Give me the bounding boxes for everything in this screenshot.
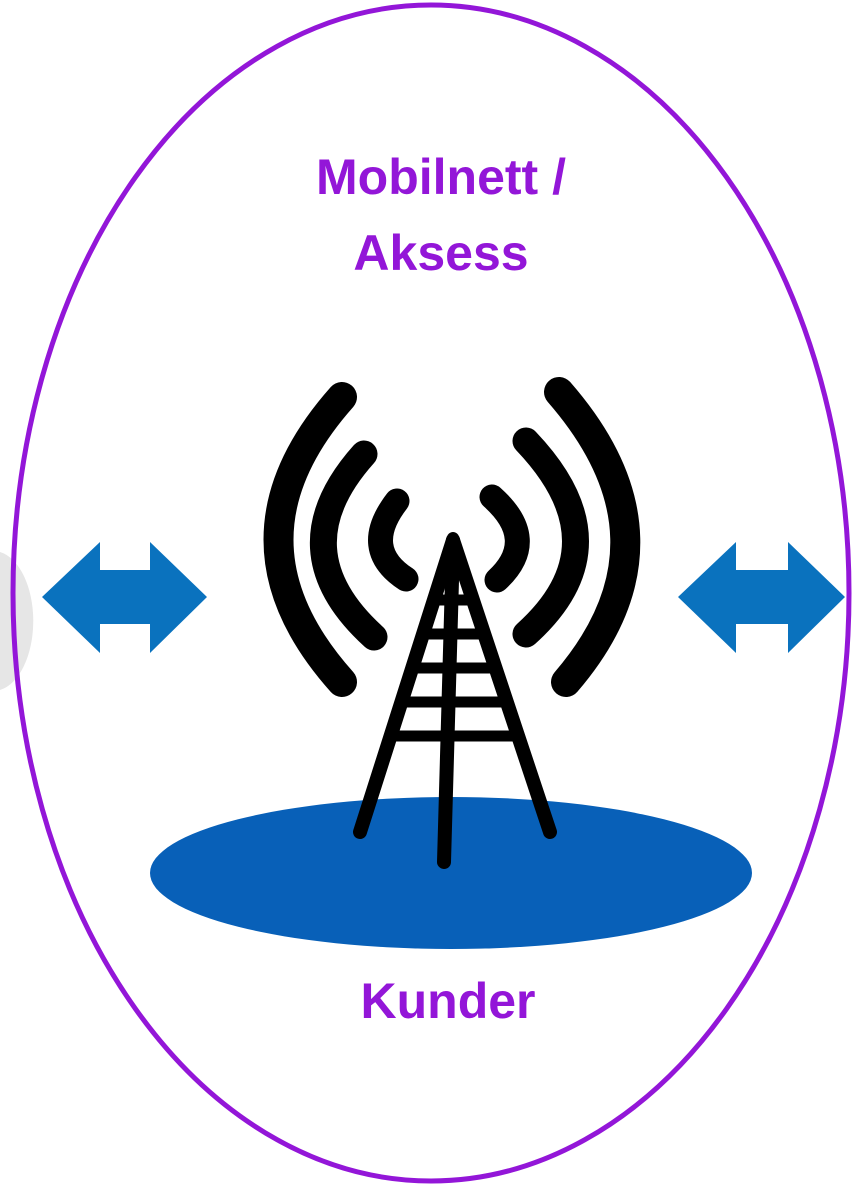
tower-right-leg — [446, 533, 557, 839]
right-double-arrow-icon — [678, 542, 845, 653]
signal-waves-icon — [263, 377, 641, 697]
signal-wave-left-inner — [368, 488, 419, 592]
left-edge-shape — [0, 552, 34, 690]
signal-wave-right-inner — [479, 484, 530, 593]
left-double-arrow-icon — [42, 542, 207, 653]
customers-label: Kunder — [361, 973, 536, 1029]
signal-wave-right-middle — [512, 427, 589, 648]
radio-tower-icon — [353, 532, 557, 869]
title-line-1: Mobilnett / — [316, 149, 566, 205]
tower-cross-bars — [386, 594, 522, 742]
coverage-area-ellipse — [150, 797, 752, 949]
signal-wave-left-middle — [310, 440, 388, 651]
signal-wave-left-outer — [263, 382, 357, 697]
title-line-2: Aksess — [353, 225, 528, 281]
signal-wave-right-outer — [544, 377, 641, 697]
tower-left-leg — [353, 533, 460, 839]
network-boundary-ellipse — [10, 2, 852, 1184]
